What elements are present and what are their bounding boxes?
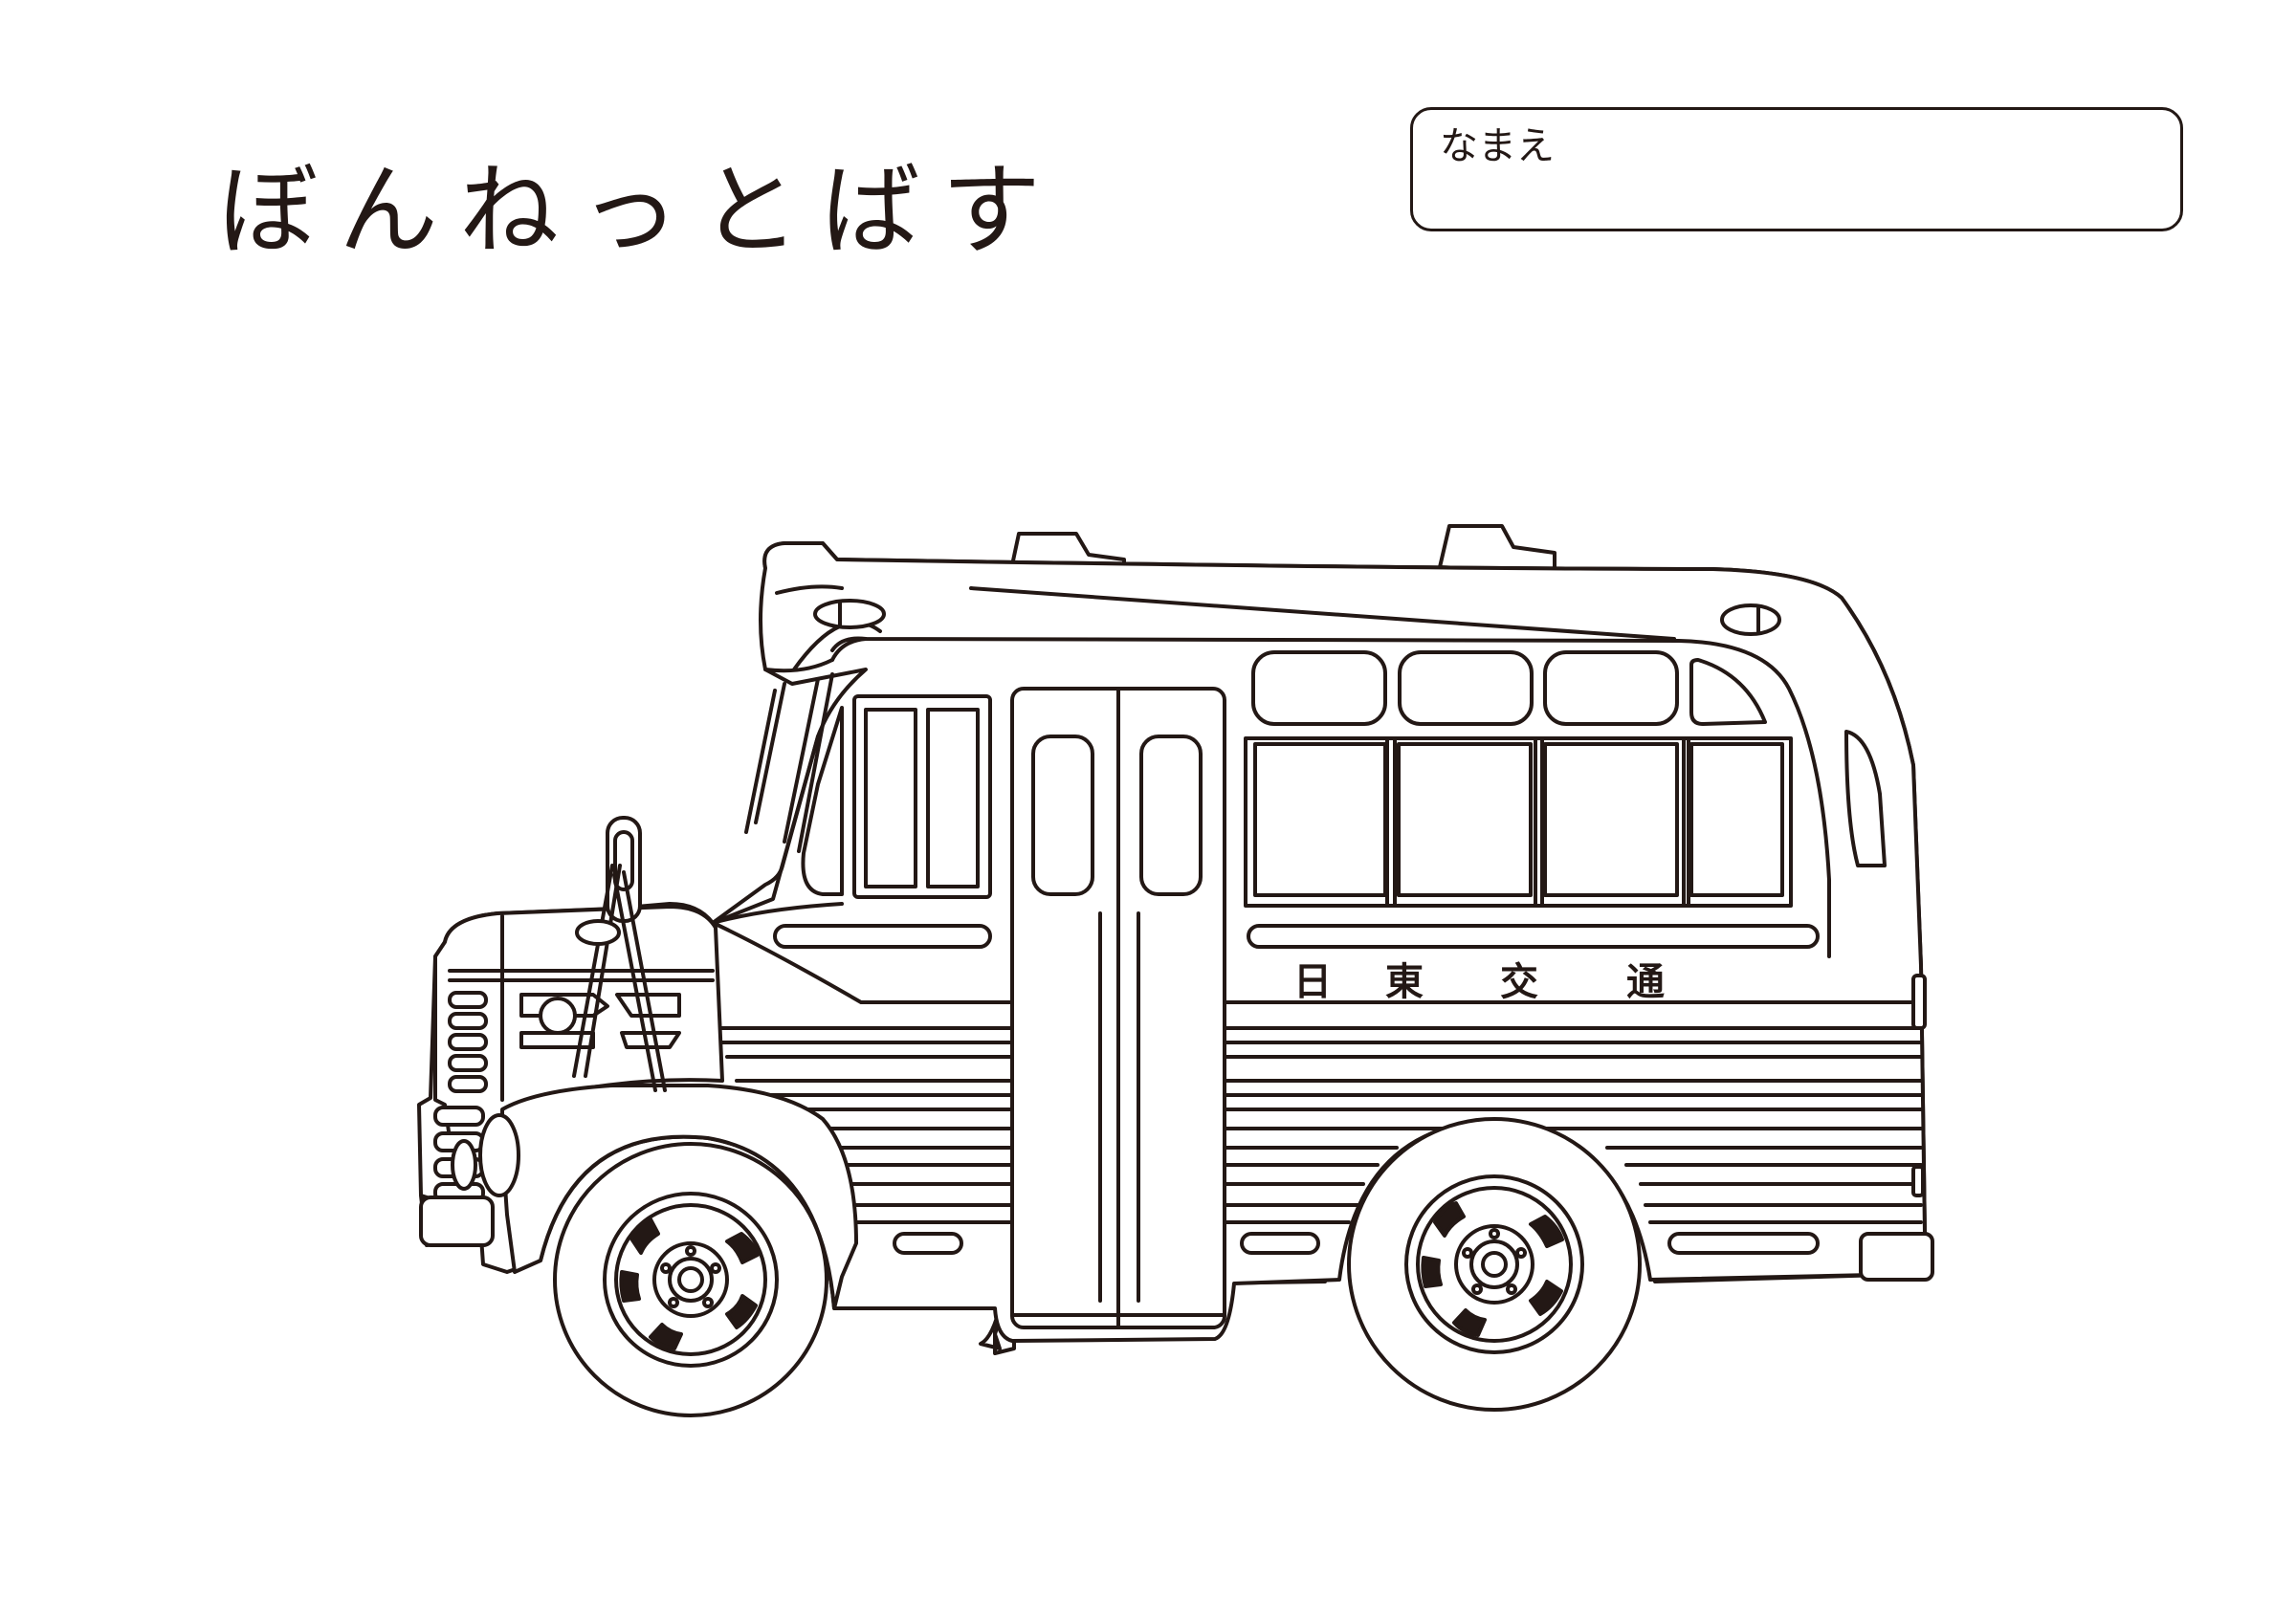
front-wheel: [553, 1142, 828, 1417]
rear-wheel: [1347, 1117, 1642, 1412]
front-marker-lamp: [813, 599, 886, 629]
front-pane: [801, 706, 844, 896]
upper-window-3: [1543, 650, 1679, 726]
name-field[interactable]: なまえ: [1410, 107, 2183, 231]
company-char-2: 東: [1385, 960, 1424, 1004]
upper-window-4: [1689, 658, 1767, 726]
front-bumper: [419, 1195, 495, 1247]
rear-bumper: [1859, 1232, 1934, 1282]
rear-marker-lamp: [1720, 603, 1781, 636]
name-label: なまえ: [1440, 124, 1555, 168]
company-char-3: 交: [1500, 960, 1538, 1004]
company-char-4: 通: [1626, 960, 1665, 1004]
company-char-1: 日: [1293, 960, 1332, 1004]
upper-window-1: [1251, 650, 1387, 726]
side-light: [539, 997, 577, 1035]
roof-marker-rear: [1438, 524, 1556, 574]
headlight: [478, 1113, 520, 1197]
page-title: ぼんねっとばす: [218, 152, 1063, 269]
upper-window-2: [1398, 650, 1534, 726]
